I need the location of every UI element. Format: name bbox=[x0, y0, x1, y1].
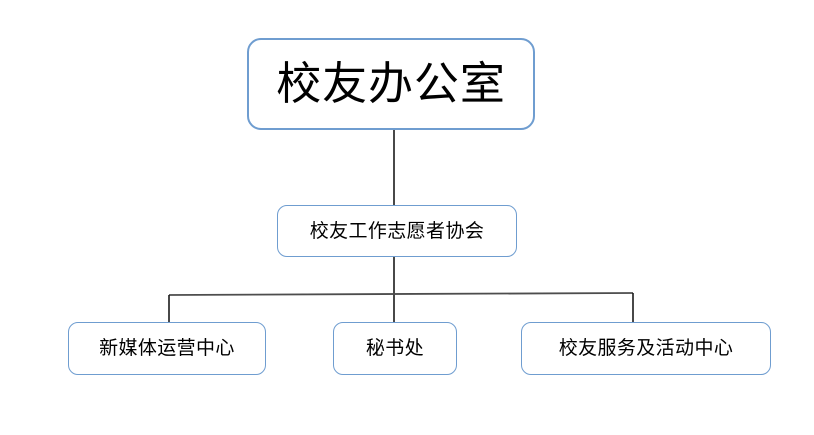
org-node-secretariat[interactable]: 秘书处 bbox=[333, 322, 457, 375]
org-node-alumni-service-center[interactable]: 校友服务及活动中心 bbox=[521, 322, 771, 375]
org-node-secretariat-label: 秘书处 bbox=[365, 337, 425, 360]
connector-horizontal-bus bbox=[168, 292, 634, 296]
org-node-root-label: 校友办公室 bbox=[276, 57, 506, 111]
org-node-association[interactable]: 校友工作志愿者协会 bbox=[277, 205, 517, 257]
org-node-new-media-center[interactable]: 新媒体运营中心 bbox=[68, 322, 266, 375]
org-node-root[interactable]: 校友办公室 bbox=[247, 38, 535, 130]
org-node-new-media-center-label: 新媒体运营中心 bbox=[99, 337, 235, 360]
org-node-association-label: 校友工作志愿者协会 bbox=[309, 219, 485, 242]
org-node-alumni-service-center-label: 校友服务及活动中心 bbox=[558, 337, 734, 360]
